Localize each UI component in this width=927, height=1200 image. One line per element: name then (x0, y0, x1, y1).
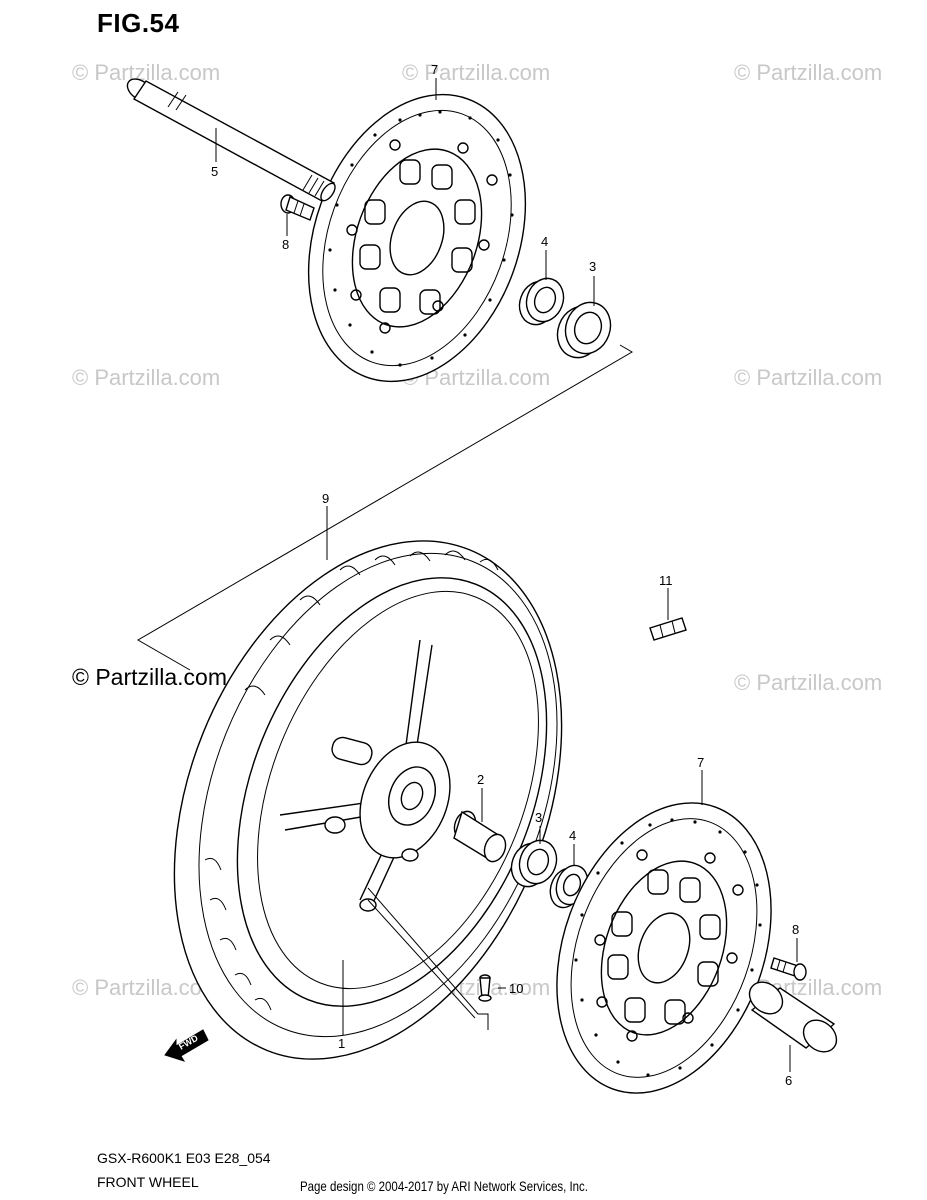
callout-label: 4 (541, 234, 548, 249)
callout-label: 2 (477, 772, 484, 787)
oil-seal-top (518, 277, 565, 326)
copyright-text: © Partzilla.com (72, 664, 227, 690)
brake-disc-top (307, 93, 527, 383)
fig-title: FIG.54 (97, 8, 180, 38)
bearing-top (556, 301, 612, 359)
tire-valve (478, 974, 492, 1002)
front-axle (126, 78, 336, 202)
callout-label: 7 (431, 62, 438, 77)
page-credit: Page design © 2004-2017 by ARI Network S… (300, 1178, 588, 1194)
watermark: © Partzilla.com (734, 365, 882, 390)
balance-weight (649, 617, 687, 641)
callout-label: 1 (338, 1036, 345, 1051)
bearing-lower (510, 839, 558, 888)
callout-labels: 7 5 8 4 3 9 11 2 3 4 7 8 10 1 6 (211, 62, 799, 1088)
callout-label: 8 (282, 237, 289, 252)
callout-label: 3 (535, 810, 542, 825)
callout-label: 10 (509, 981, 523, 996)
direction-arrow-icon: FWD (164, 1029, 209, 1062)
watermark: © Partzilla.com (734, 670, 882, 695)
callout-label: 7 (697, 755, 704, 770)
callout-label: 9 (322, 491, 329, 506)
disc-bolt-top (280, 194, 315, 221)
disc-bolt-lower (770, 957, 807, 981)
model-code: GSX-R600K1 E03 E28_054 (97, 1150, 271, 1166)
callout-label: 8 (792, 922, 799, 937)
axle-spacer (453, 810, 507, 863)
callout-label: 6 (785, 1073, 792, 1088)
callout-label: 5 (211, 164, 218, 179)
callout-label: 4 (569, 828, 576, 843)
watermark: © Partzilla.com (72, 365, 220, 390)
front-wheel-tire (173, 540, 563, 1060)
callout-leaders (215, 78, 798, 1072)
watermark: © Partzilla.com (734, 60, 882, 85)
wheel-spacer (748, 981, 838, 1053)
watermark: © Partzilla.com (402, 60, 550, 85)
section-name: FRONT WHEEL (97, 1174, 199, 1190)
callout-label: 11 (659, 573, 673, 588)
callout-label: 3 (589, 259, 596, 274)
brake-disc-lower (556, 802, 772, 1094)
assembly-leader-line (137, 344, 633, 671)
